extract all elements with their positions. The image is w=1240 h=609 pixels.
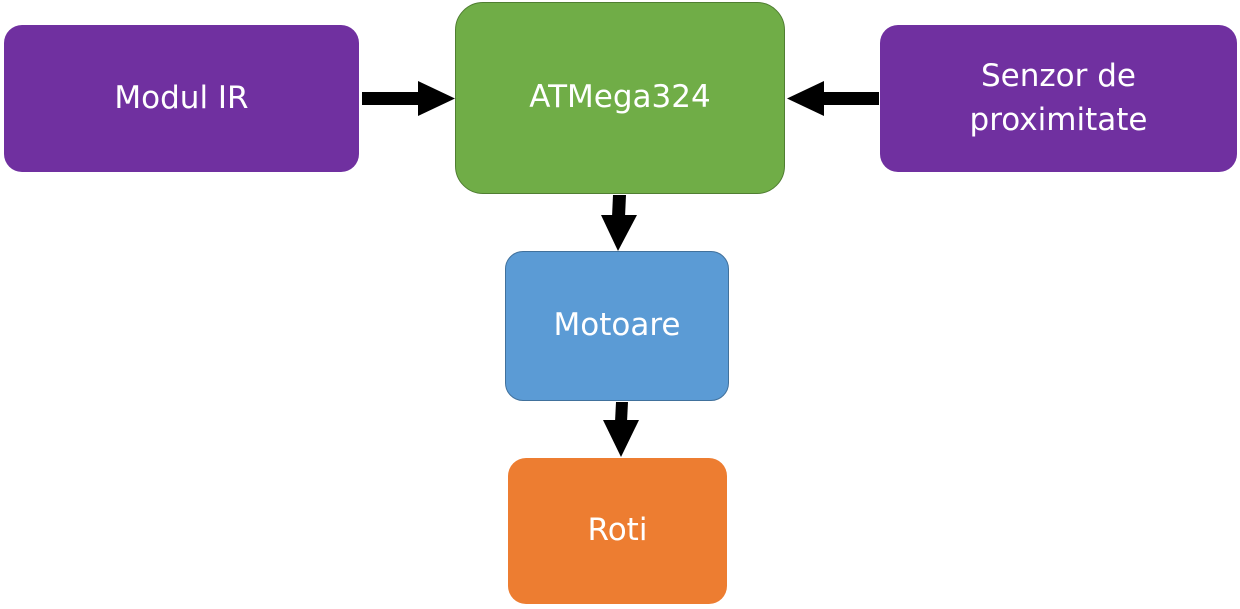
arrow-proximity-to-controller [787,81,879,116]
wheels-label: Roti [587,512,648,549]
motors-block: Motoare [505,251,729,401]
arrow-ir-to-controller [362,81,455,116]
wheels-block: Roti [508,458,727,604]
proximity-sensor-block: Senzor de proximitate [880,25,1237,172]
ir-module-block: Modul IR [4,25,359,172]
motors-label: Motoare [553,307,681,344]
microcontroller-label: ATMega324 [529,79,711,116]
arrow-motors-to-wheels [603,402,639,457]
ir-module-label: Modul IR [114,79,249,116]
arrow-controller-to-motors [601,195,637,251]
microcontroller-block: ATMega324 [455,2,785,194]
proximity-sensor-label: Senzor de proximitate [969,58,1148,138]
